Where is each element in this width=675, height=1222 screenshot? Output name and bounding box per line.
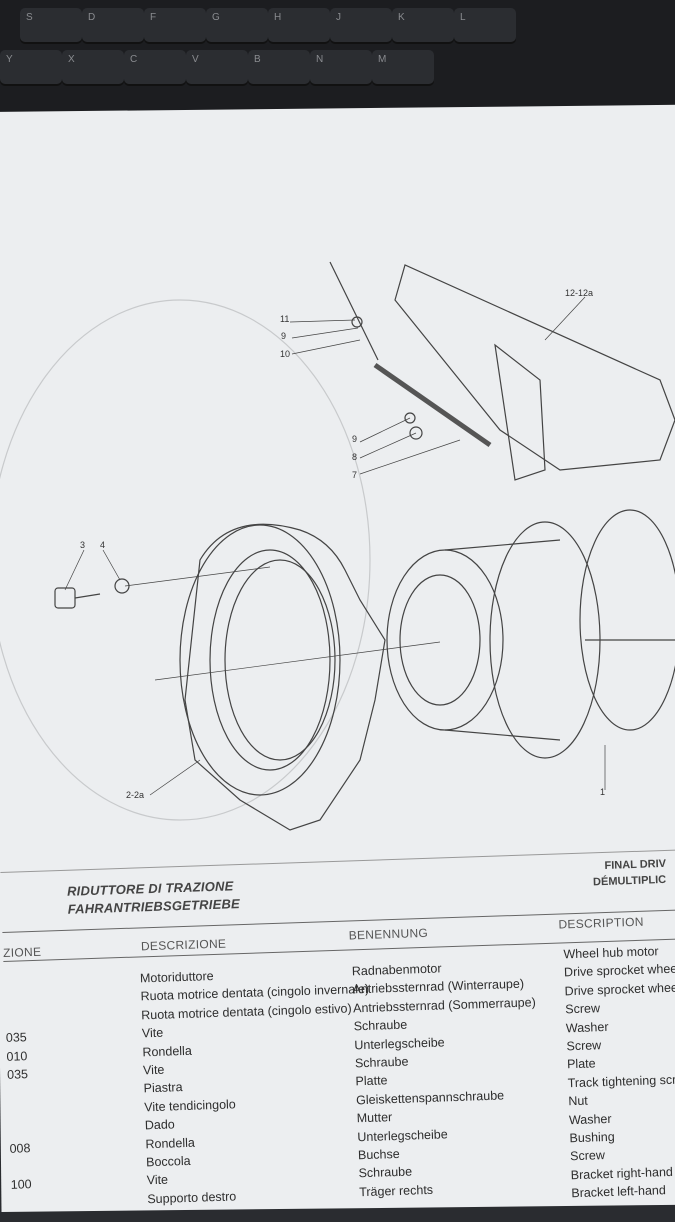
callout-7: 7 bbox=[352, 470, 357, 480]
part-row-codes bbox=[5, 1010, 26, 1029]
key-x[interactable]: X bbox=[62, 50, 124, 84]
exploded-diagram: 11 9 10 12-12a 9 8 7 3 4 2-2a 1 bbox=[0, 261, 675, 831]
header-english: DESCRIPTION bbox=[558, 914, 644, 932]
callout-1: 1 bbox=[600, 787, 605, 797]
wheel-hub bbox=[386, 549, 504, 731]
track-tightening-screw bbox=[373, 362, 492, 448]
tire-outline bbox=[0, 299, 371, 821]
callout-2-2a: 2-2a bbox=[126, 790, 144, 800]
header-code: ZIONE bbox=[2, 944, 42, 960]
track-frame bbox=[394, 264, 675, 471]
key-k[interactable]: K bbox=[392, 8, 454, 42]
key-m[interactable]: M bbox=[372, 50, 434, 84]
sprocket-wheel bbox=[179, 524, 341, 796]
callout-9b: 9 bbox=[352, 434, 357, 444]
key-l[interactable]: L bbox=[454, 8, 516, 42]
key-s[interactable]: S bbox=[20, 8, 82, 42]
title-english: FINAL DRIV bbox=[604, 857, 667, 872]
key-d[interactable]: D bbox=[82, 8, 144, 42]
part-row-codes bbox=[4, 973, 25, 992]
part-row-codes: 008 bbox=[9, 1140, 31, 1156]
part-row-codes bbox=[7, 1084, 28, 1103]
key-g[interactable]: G bbox=[206, 8, 268, 42]
callout-11: 11 bbox=[280, 314, 289, 324]
part-row-en: Track tightening scre bbox=[567, 1072, 675, 1091]
key-h[interactable]: H bbox=[268, 8, 330, 42]
header-italian: DESCRIZIONE bbox=[140, 936, 227, 954]
title-french: DÉMULTIPLIC bbox=[592, 873, 667, 889]
part-row-codes: 100 bbox=[10, 1177, 32, 1193]
title-german: FAHRANTRIEBSGETRIEBE bbox=[67, 896, 241, 917]
key-f[interactable]: F bbox=[144, 8, 206, 42]
key-b[interactable]: B bbox=[248, 50, 310, 84]
part-row-en: Drive sprocket wheel (s bbox=[564, 980, 675, 999]
callout-9: 9 bbox=[281, 331, 286, 341]
part-row-codes bbox=[4, 992, 25, 1011]
part-row-codes bbox=[9, 1120, 30, 1139]
part-row-codes: 035 bbox=[6, 1067, 29, 1082]
callout-10: 10 bbox=[280, 349, 290, 359]
header-german: BENENNUNG bbox=[348, 925, 429, 943]
key-y[interactable]: Y bbox=[0, 50, 62, 84]
key-n[interactable]: N bbox=[310, 50, 372, 84]
part-row-codes bbox=[10, 1157, 31, 1176]
callout-4: 4 bbox=[100, 540, 105, 550]
part-row-codes: 035 bbox=[5, 1030, 27, 1046]
key-j[interactable]: J bbox=[330, 8, 392, 42]
key-v[interactable]: V bbox=[186, 50, 248, 84]
callout-8: 8 bbox=[352, 452, 357, 462]
callout-12-12a: 12-12a bbox=[565, 288, 593, 298]
title-italian: RIDUTTORE DI TRAZIONE bbox=[66, 878, 234, 899]
key-c[interactable]: C bbox=[124, 50, 186, 84]
part-row-codes: 010 bbox=[6, 1048, 28, 1064]
part-row-codes bbox=[8, 1102, 29, 1121]
parts-list: RIDUTTORE DI TRAZIONE FAHRANTRIEBSGETRIE… bbox=[0, 836, 675, 1220]
callout-3: 3 bbox=[80, 540, 85, 550]
